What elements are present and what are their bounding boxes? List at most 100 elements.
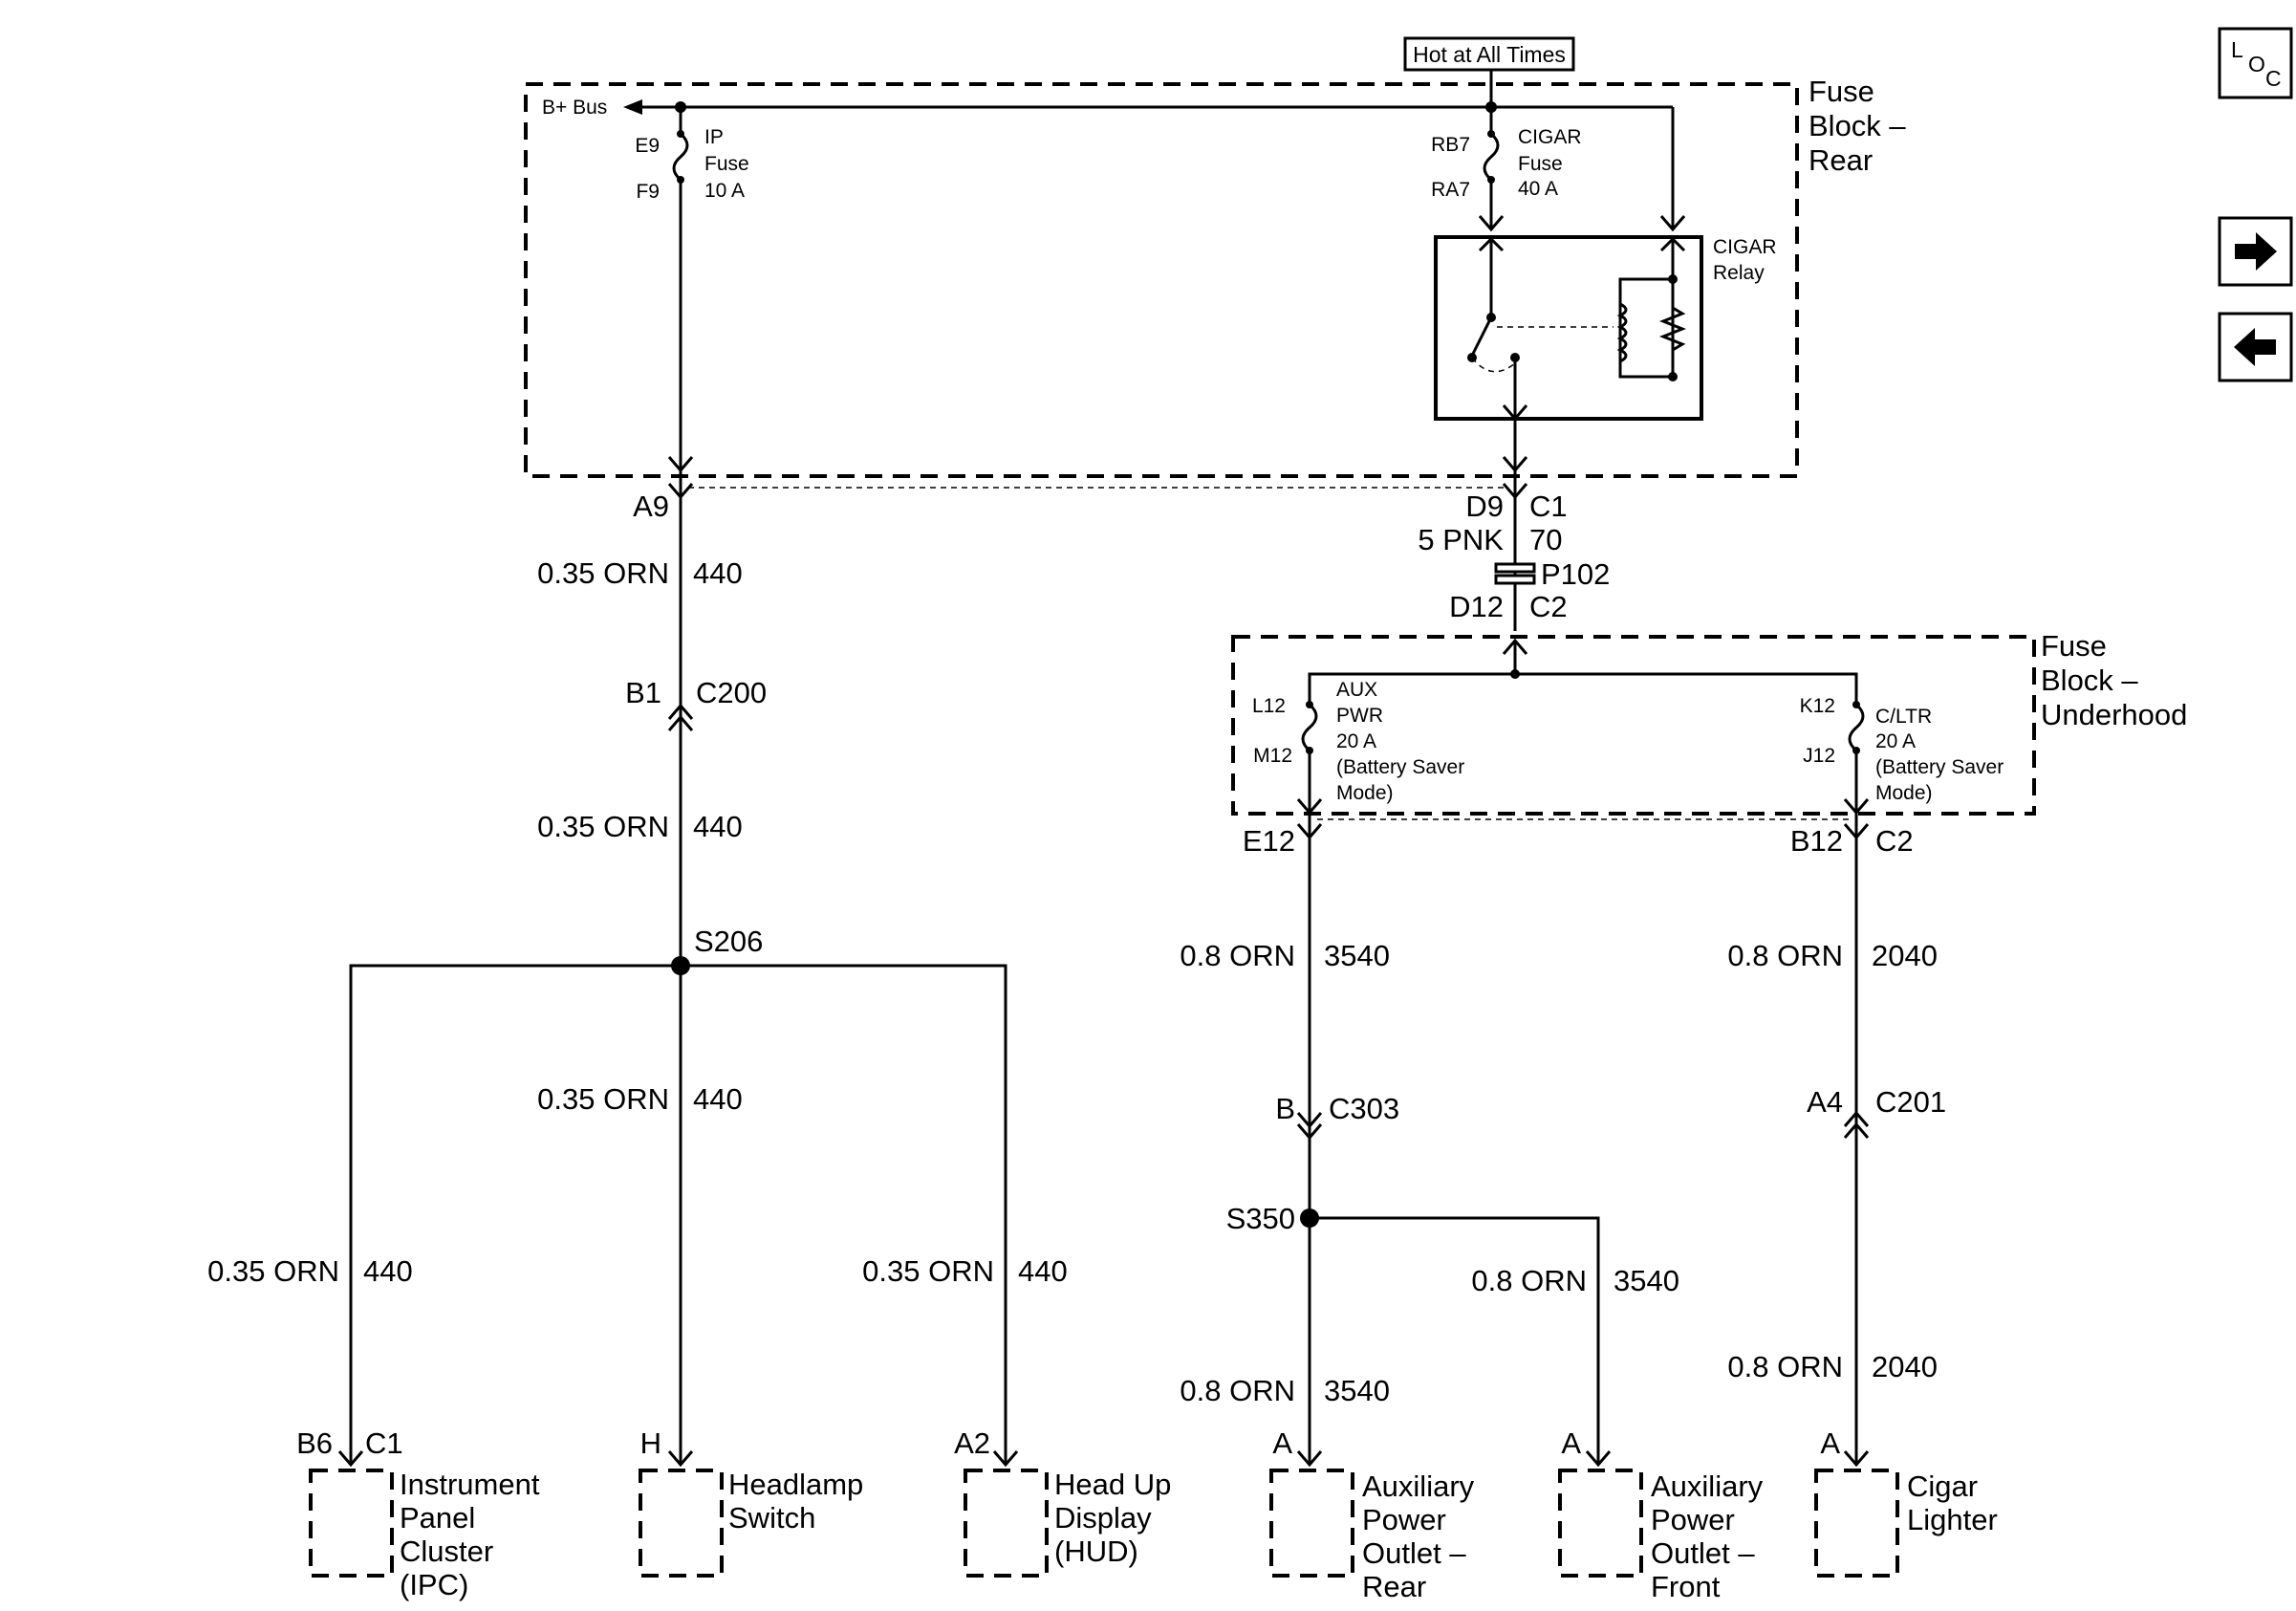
svg-text:440: 440 [363,1254,413,1288]
svg-text:K12: K12 [1800,695,1835,717]
svg-text:Block –: Block – [1809,109,1906,142]
svg-text:Display: Display [1054,1501,1152,1535]
svg-text:Cigar: Cigar [1907,1469,1978,1503]
svg-text:B: B [1275,1092,1295,1125]
hot-label: Hot at All Times [1413,42,1566,67]
svg-text:Power: Power [1651,1503,1735,1536]
a9-label: A9 [633,490,669,523]
svg-text:2040: 2040 [1872,939,1938,972]
forward-button[interactable] [2218,216,2293,287]
svg-text:Cluster: Cluster [400,1535,493,1568]
svg-text:10 A: 10 A [704,180,745,202]
svg-text:Power: Power [1362,1503,1446,1536]
aux-power-outlet-rear [1269,1469,1354,1578]
fuse-block-underhood [1231,635,2036,816]
svg-text:(Battery Saver: (Battery Saver [1336,756,1464,778]
svg-text:0.35 ORN: 0.35 ORN [207,1254,339,1288]
svg-text:A4: A4 [1807,1085,1843,1119]
svg-text:Mode): Mode) [1336,782,1394,804]
svg-text:Auxiliary: Auxiliary [1651,1469,1764,1503]
svg-text:20 A: 20 A [1336,730,1376,752]
svg-text:Fuse: Fuse [2041,629,2107,663]
svg-text:440: 440 [693,810,743,843]
svg-text:PWR: PWR [1336,705,1383,727]
cltr-fuse: C/LTR 20 A (Battery Saver Mode) K12 J12 [1800,695,2004,816]
svg-text:F9: F9 [636,181,660,203]
svg-text:E9: E9 [635,135,660,157]
svg-text:M12: M12 [1253,745,1292,767]
aux-power-outlet-front [1558,1469,1643,1578]
head-up-display [964,1469,1049,1578]
svg-text:Mode): Mode) [1875,782,1933,804]
svg-text:0.8 ORN: 0.8 ORN [1471,1264,1587,1297]
svg-text:440: 440 [693,556,743,590]
svg-text:CIGAR: CIGAR [1713,236,1777,258]
svg-text:Outlet –: Outlet – [1362,1536,1466,1570]
back-button[interactable] [2218,312,2293,382]
svg-text:40 A: 40 A [1518,178,1558,200]
svg-text:Front: Front [1651,1570,1721,1603]
svg-text:0.8 ORN: 0.8 ORN [1727,939,1843,972]
svg-text:S350: S350 [1226,1202,1295,1235]
svg-text:0.8 ORN: 0.8 ORN [1727,1350,1843,1383]
svg-text:A2: A2 [954,1426,990,1460]
svg-text:Outlet –: Outlet – [1651,1536,1755,1570]
svg-text:CIGAR: CIGAR [1518,126,1582,148]
svg-text:3540: 3540 [1614,1264,1679,1297]
svg-text:RB7: RB7 [1431,134,1470,156]
svg-text:S206: S206 [694,925,763,958]
svg-text:20 A: 20 A [1875,730,1916,752]
svg-text:P102: P102 [1541,557,1610,591]
svg-text:L: L [2231,37,2243,62]
svg-text:A: A [1561,1426,1581,1460]
svg-text:0.35 ORN: 0.35 ORN [537,1082,669,1116]
headlamp-switch [639,1469,724,1578]
svg-text:0.8 ORN: 0.8 ORN [1180,1374,1295,1407]
ip-fuse: IP Fuse 10 A E9 F9 [635,107,749,468]
svg-text:A: A [1820,1426,1840,1460]
svg-text:C2: C2 [1529,590,1568,623]
cigar-relay: CIGAR Relay [1434,235,1777,422]
svg-text:(IPC): (IPC) [400,1568,468,1601]
arrow-left-icon [2234,328,2276,366]
svg-text:Fuse: Fuse [1809,75,1874,108]
svg-text:3540: 3540 [1324,939,1390,972]
instrument-panel-cluster [309,1469,394,1578]
bplus-bus-label: B+ Bus [542,97,607,119]
svg-text:C: C [2265,66,2282,91]
svg-text:0.8 ORN: 0.8 ORN [1180,939,1295,972]
cigar-fuse: CIGAR Fuse 40 A RB7 RA7 [1431,107,1582,228]
svg-text:2040: 2040 [1872,1350,1938,1383]
fuse-block-underhood-label: Fuse Block – Underhood [2041,629,2187,731]
svg-text:(Battery Saver: (Battery Saver [1875,756,2004,778]
bplus-bus-arrow-icon [623,99,642,115]
svg-text:Headlamp: Headlamp [728,1468,863,1501]
svg-text:J12: J12 [1803,745,1835,767]
cigar-lighter [1814,1469,1899,1578]
arrow-right-icon [2235,232,2277,271]
svg-text:Rear: Rear [1809,143,1873,177]
svg-text:IP: IP [704,126,724,148]
svg-text:C303: C303 [1329,1092,1399,1125]
loc-button[interactable]: L O C [2218,27,2293,99]
svg-text:0.35 ORN: 0.35 ORN [537,556,669,590]
svg-text:Fuse: Fuse [1518,153,1563,175]
svg-text:AUX: AUX [1336,679,1377,701]
svg-text:0.35 ORN: 0.35 ORN [862,1254,994,1288]
svg-text:Rear: Rear [1362,1570,1426,1603]
p102-connector [1494,562,1536,585]
svg-text:A: A [1272,1426,1292,1460]
svg-text:(HUD): (HUD) [1054,1535,1138,1568]
svg-text:Relay: Relay [1713,262,1765,284]
svg-text:Underhood: Underhood [2041,698,2187,731]
svg-text:RA7: RA7 [1431,179,1470,201]
svg-text:Lighter: Lighter [1907,1503,1998,1536]
svg-text:Switch: Switch [728,1501,815,1535]
svg-text:D9: D9 [1465,490,1504,523]
svg-text:C201: C201 [1875,1085,1946,1119]
svg-text:L12: L12 [1252,695,1286,717]
svg-text:B1: B1 [625,676,661,709]
svg-text:B6: B6 [296,1426,333,1460]
svg-text:C/LTR: C/LTR [1875,706,1932,728]
